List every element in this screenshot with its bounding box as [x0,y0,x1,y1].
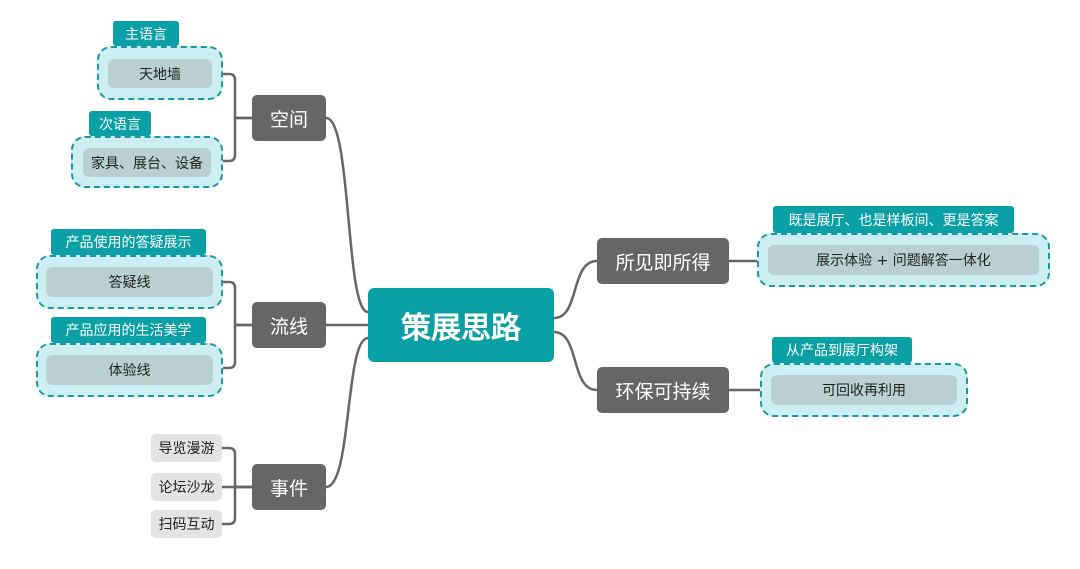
central-topic-label: 策展思路 [401,311,521,346]
topic-experience-line-label: 体验线 [108,363,151,379]
branch-wysiwyg-label: 所见即所得 [615,251,711,274]
topic-integration-label: 展示体验 + 问题解答一体化 [816,253,991,269]
branch-space-label: 空间 [269,108,308,131]
topic-recycle-label: 可回收再利用 [822,383,906,399]
tag-life[interactable]: 产品应用的生活美学 [51,317,206,343]
leaf-forum-salon-label: 论坛沙龙 [158,480,215,496]
tag-primary-language[interactable]: 主语言 [113,21,179,46]
topic-tiandiqiang[interactable]: 天地墙 [108,59,212,88]
topic-qa-line[interactable]: 答疑线 [46,267,213,297]
branch-events-label: 事件 [269,477,308,500]
link-flow-qa [221,280,254,327]
link-center-wysiwyg [552,259,599,320]
branch-events[interactable]: 事件 [252,464,326,510]
topic-furniture[interactable]: 家具、展台、设备 [83,148,211,177]
topic-integration[interactable]: 展示体验 + 问题解答一体化 [768,245,1039,275]
branch-flow[interactable]: 流线 [252,302,326,348]
branch-eco[interactable]: 环保可持续 [597,367,729,413]
topic-recycle[interactable]: 可回收再利用 [771,375,957,405]
tag-life-label: 产品应用的生活美学 [65,323,192,339]
leaf-scan-interaction[interactable]: 扫码互动 [151,510,222,538]
branch-eco-label: 环保可持续 [615,380,711,403]
tag-wysiwyg[interactable]: 既是展厅、也是样板间、更是答案 [773,206,1014,233]
link-space-primary [221,72,254,120]
link-flow-life [221,323,254,370]
link-center-space [324,116,370,314]
leaf-scan-interaction-label: 扫码互动 [158,517,215,533]
link-center-events [324,336,370,489]
tag-secondary-language[interactable]: 次语言 [89,111,151,136]
tag-primary-language-label: 主语言 [125,26,167,43]
leaf-guided-tour-label: 导览漫游 [158,441,215,457]
branch-flow-label: 流线 [269,315,308,338]
leaf-guided-tour[interactable]: 导览漫游 [151,434,222,462]
tag-secondary-language-label: 次语言 [99,116,141,133]
topic-furniture-label: 家具、展台、设备 [91,155,203,172]
branch-wysiwyg[interactable]: 所见即所得 [597,238,729,284]
tag-eco-label: 从产品到展厅构架 [786,343,898,359]
link-space-secondary [221,116,254,163]
tag-qa-label: 产品使用的答疑展示 [65,235,192,251]
branch-space[interactable]: 空间 [252,95,326,141]
link-center-eco [552,330,599,392]
link-events-3 [220,485,254,526]
link-events-1 [220,446,254,489]
tag-qa[interactable]: 产品使用的答疑展示 [51,229,206,255]
topic-experience-line[interactable]: 体验线 [46,355,213,385]
leaf-forum-salon[interactable]: 论坛沙龙 [151,473,222,501]
tag-wysiwyg-label: 既是展厅、也是样板间、更是答案 [788,212,999,229]
topic-qa-line-label: 答疑线 [108,275,151,291]
topic-tiandiqiang-label: 天地墙 [139,66,181,83]
central-topic[interactable]: 策展思路 [368,288,554,362]
tag-eco[interactable]: 从产品到展厅构架 [772,337,912,363]
